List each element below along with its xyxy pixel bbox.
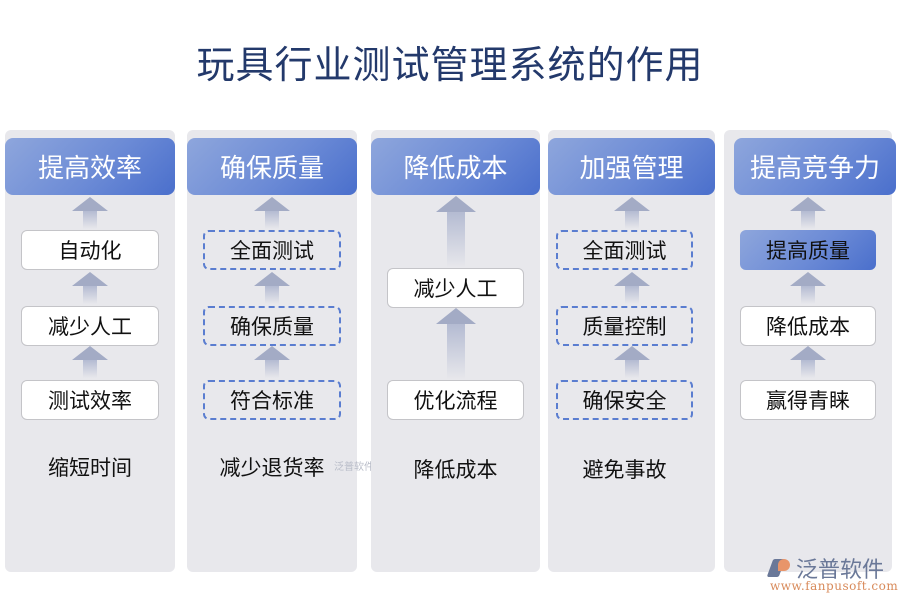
arrow-up-icon — [254, 272, 290, 304]
arrow-up-icon — [254, 346, 290, 378]
column-management: 加强管理 全面测试 质量控制 确保安全 避免事故 — [548, 130, 715, 572]
arrow-up-icon — [72, 346, 108, 378]
item-box: 赢得青睐 — [740, 380, 876, 420]
column-header: 降低成本 — [371, 138, 540, 195]
brand-logo: 泛普软件 — [766, 552, 885, 584]
arrow-up-icon — [435, 308, 476, 380]
logo-url: www.fanpusoft.com — [770, 579, 899, 593]
result-text: 缩短时间 — [48, 456, 132, 480]
arrow-up-icon — [790, 272, 826, 304]
arrow-up-icon — [254, 197, 290, 229]
column-competitiveness: 提高竞争力 提高质量 降低成本 赢得青睐 — [724, 130, 896, 572]
logo-text: 泛普软件 — [796, 558, 885, 583]
result-text: 减少退货率 — [219, 456, 325, 480]
arrow-up-icon — [435, 196, 476, 268]
arrow-up-icon — [613, 346, 650, 378]
arrow-up-icon — [613, 197, 650, 229]
arrow-up-icon — [72, 197, 108, 229]
column-quality: 确保质量 全面测试 确保质量 符合标准 减少退货率 — [187, 130, 357, 572]
result-text: 避免事故 — [582, 458, 667, 482]
item-box: 减少人工 — [387, 268, 524, 308]
item-box: 全面测试 — [203, 230, 341, 270]
column-header: 提高竞争力 — [734, 138, 896, 195]
item-box-highlight: 提高质量 — [740, 230, 876, 270]
arrow-up-icon — [613, 272, 650, 304]
column-efficiency: 提高效率 自动化 减少人工 测试效率 缩短时间 — [5, 130, 175, 572]
item-box: 自动化 — [21, 230, 159, 270]
item-box: 降低成本 — [740, 306, 876, 346]
arrow-up-icon — [72, 272, 108, 304]
column-header: 提高效率 — [5, 138, 175, 195]
item-box: 符合标准 — [203, 380, 341, 420]
page-title: 玩具行业测试管理系统的作用 — [196, 43, 704, 87]
result-text: 降低成本 — [413, 458, 498, 482]
item-box: 质量控制 — [556, 306, 693, 346]
item-box: 优化流程 — [387, 380, 524, 420]
arrow-up-icon — [790, 197, 826, 229]
logo-mark-icon — [766, 557, 792, 579]
item-box: 减少人工 — [21, 306, 159, 346]
item-box: 全面测试 — [556, 230, 693, 270]
column-header: 加强管理 — [548, 138, 715, 195]
watermark: 泛普软件 — [334, 462, 374, 473]
column-header: 确保质量 — [187, 138, 357, 195]
item-box: 测试效率 — [21, 380, 159, 420]
item-box: 确保安全 — [556, 380, 693, 420]
item-box: 确保质量 — [203, 306, 341, 346]
arrow-up-icon — [790, 346, 826, 378]
column-cost: 降低成本 减少人工 优化流程 降低成本 — [371, 130, 540, 572]
